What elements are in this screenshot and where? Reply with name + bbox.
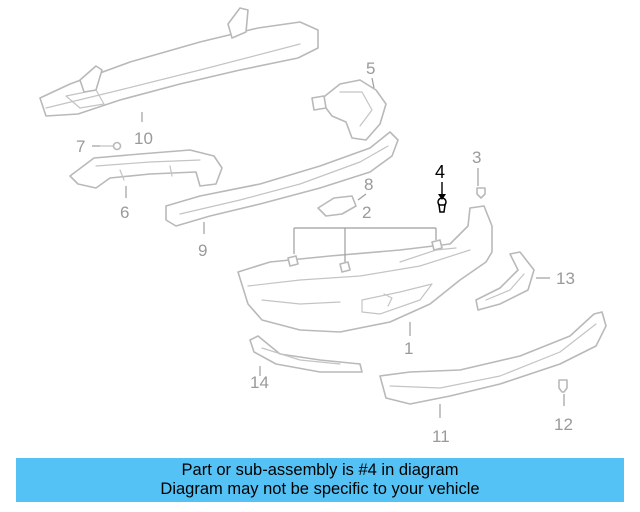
part-4-fastener	[437, 197, 447, 213]
callout-11: 11	[432, 427, 450, 446]
part-5-bracket	[311, 79, 387, 141]
part-6-absorber	[69, 149, 223, 189]
leader-lines	[92, 77, 565, 418]
callout-9: 9	[198, 241, 207, 260]
callout-12: 12	[554, 415, 573, 434]
part-14-molding	[249, 335, 363, 373]
part-12-push-pin	[558, 379, 568, 393]
banner-line-part-number: Part or sub-assembly is #4 in diagram	[181, 461, 459, 479]
callout-13: 13	[556, 269, 575, 288]
part-8-clip	[317, 195, 357, 217]
callout-14: 14	[250, 373, 269, 392]
part-13-molding	[475, 251, 535, 311]
callout-8: 8	[364, 175, 373, 194]
callout-3: 3	[472, 148, 481, 167]
callout-2: 2	[362, 203, 371, 222]
callout-labels: 5 10 7 6 9 8 2 3 4 1 13 14 11 12	[76, 59, 575, 446]
part-3-push-pin	[476, 187, 486, 199]
part-1-bumper-cover	[237, 205, 493, 333]
callout-10: 10	[134, 129, 153, 148]
part-11-valance	[379, 311, 607, 405]
part-10-impact-bar	[39, 7, 319, 117]
callout-7: 7	[76, 137, 85, 156]
info-banner: Part or sub-assembly is #4 in diagram Di…	[16, 458, 624, 502]
callout-6: 6	[120, 203, 129, 222]
part-7-bolt	[99, 141, 122, 151]
callout-1: 1	[404, 339, 413, 358]
callout-4-highlighted: 4	[435, 162, 445, 182]
callout-5: 5	[366, 59, 375, 78]
banner-line-disclaimer: Diagram may not be specific to your vehi…	[160, 480, 480, 498]
part-9-absorber	[165, 131, 399, 227]
part-2-retainers	[287, 239, 443, 273]
